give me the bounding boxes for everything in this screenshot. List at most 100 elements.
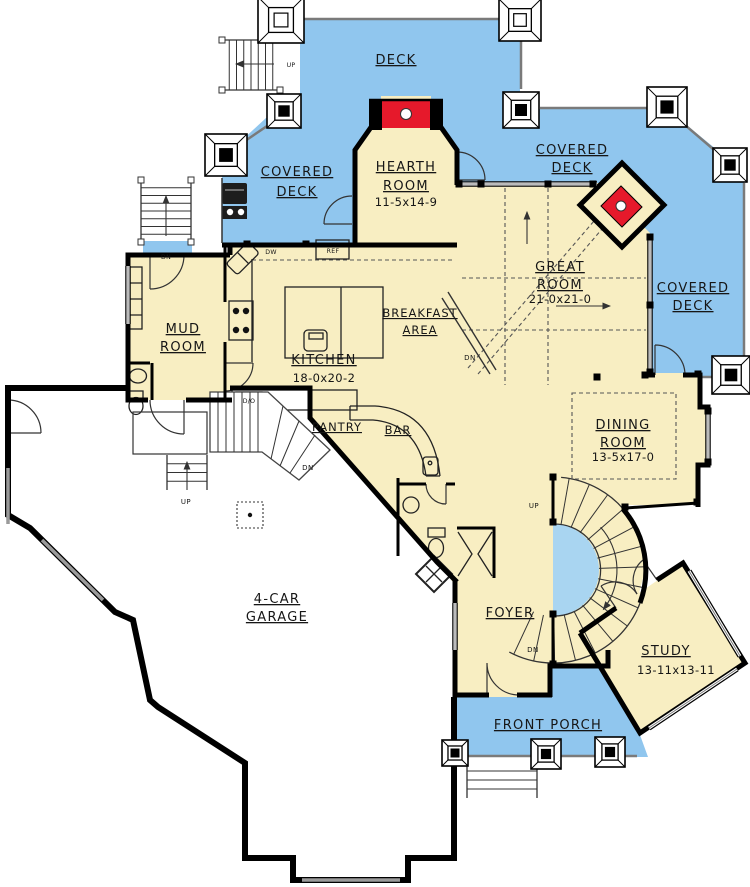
wall-post bbox=[693, 498, 701, 506]
covered-deck-right-label2: DECK bbox=[672, 299, 713, 314]
pantry-label: PANTRY bbox=[312, 420, 362, 434]
stair-exterior-wall bbox=[621, 507, 649, 604]
up-annotation: UP bbox=[181, 498, 191, 506]
stair-post bbox=[187, 176, 195, 184]
window-wall bbox=[647, 666, 739, 731]
wall-post bbox=[302, 240, 310, 248]
wall-post bbox=[694, 370, 702, 378]
wall-post bbox=[455, 180, 463, 188]
wall-post bbox=[549, 660, 557, 668]
hearth-room-floor bbox=[355, 96, 457, 245]
garage-walls bbox=[5, 385, 457, 883]
stair-tread bbox=[563, 614, 576, 661]
covered-deck-right-label: COVERED bbox=[657, 281, 730, 296]
wall-post bbox=[621, 503, 629, 511]
dishwasher-annotation: DW bbox=[265, 249, 276, 256]
walls bbox=[5, 98, 749, 883]
wall-post bbox=[704, 458, 712, 466]
deck-upper-stair bbox=[222, 39, 280, 91]
kitchen-dims: 18-0x20-2 bbox=[293, 371, 356, 385]
deck-railing bbox=[684, 124, 714, 150]
wall-post bbox=[641, 371, 649, 379]
wall-post bbox=[593, 373, 601, 381]
deck-post bbox=[502, 91, 540, 129]
garage-label: 4-CAR bbox=[254, 592, 300, 607]
stair-tread bbox=[513, 611, 535, 655]
wall-post bbox=[646, 233, 654, 241]
hearth-room-label: HEARTH bbox=[376, 160, 437, 175]
corner-fireplace bbox=[600, 185, 643, 228]
wall-post bbox=[646, 301, 654, 309]
mud-garage-door-arc bbox=[149, 399, 185, 435]
burner bbox=[232, 307, 240, 315]
deck-post bbox=[594, 736, 626, 768]
fixtures bbox=[127, 183, 497, 594]
interior-partitions bbox=[128, 245, 496, 578]
deck-railing bbox=[244, 122, 271, 143]
stair-tread bbox=[594, 588, 639, 609]
stair-post bbox=[137, 176, 145, 184]
burner bbox=[242, 326, 250, 334]
powder-sink bbox=[402, 496, 420, 514]
covered-deck-ne-label: COVERED bbox=[536, 143, 609, 158]
dining-room-label2: ROOM bbox=[600, 436, 646, 451]
down-annotation: DN bbox=[464, 354, 476, 362]
kitchen-island bbox=[284, 286, 384, 359]
curved-staircase bbox=[508, 476, 647, 664]
refrigerator-box bbox=[315, 239, 350, 260]
kitchen-mud-floor bbox=[128, 243, 457, 400]
stair-open-well bbox=[553, 524, 599, 616]
stair-post bbox=[276, 86, 284, 94]
front-door-arc bbox=[486, 662, 520, 696]
deck-post bbox=[646, 86, 688, 128]
wall-post bbox=[646, 368, 654, 376]
window-wall bbox=[686, 569, 743, 658]
deck-post bbox=[711, 355, 750, 395]
deck-post bbox=[204, 133, 248, 177]
porch-steps bbox=[466, 762, 538, 798]
hearth-right-door-arc bbox=[456, 151, 486, 181]
stair-tread bbox=[597, 545, 643, 559]
deck-post bbox=[257, 0, 305, 44]
hearth-left-door-arc bbox=[323, 195, 353, 225]
dining-tray-ceiling bbox=[571, 392, 677, 480]
dining-room-label: DINING bbox=[595, 418, 650, 433]
stair-tread bbox=[593, 525, 636, 549]
stair-tread bbox=[598, 566, 646, 569]
study-walls bbox=[577, 559, 749, 737]
great-room-ceiling-dashes bbox=[462, 188, 646, 385]
hearth-room-dims: 11-5x14-9 bbox=[375, 195, 438, 209]
pillars-windows-layer bbox=[125, 0, 750, 770]
dining-stair-wall bbox=[625, 501, 699, 510]
breakfast-area-label: BREAKFAST bbox=[382, 306, 457, 320]
door-arcs bbox=[7, 151, 686, 696]
dining-deck-door-arc bbox=[654, 344, 686, 376]
wall-post bbox=[704, 407, 712, 415]
hearth-fireplace bbox=[369, 98, 443, 130]
stair-tread bbox=[560, 478, 570, 525]
deck-post bbox=[441, 739, 469, 767]
stair-tread bbox=[533, 614, 544, 662]
study-dims: 13-11x13-11 bbox=[637, 663, 715, 677]
garage-door-openings bbox=[6, 468, 400, 882]
powder-door-arc bbox=[425, 483, 447, 505]
bar-sink bbox=[422, 456, 439, 476]
garage-column bbox=[236, 501, 264, 529]
mud-room-label: MUD bbox=[166, 322, 201, 337]
wall-post bbox=[243, 240, 251, 248]
great-room-dims: 21-0x21-0 bbox=[529, 292, 592, 306]
garage-side-door-arc bbox=[7, 399, 42, 434]
deck-post bbox=[530, 738, 562, 770]
study-label: STUDY bbox=[641, 644, 690, 659]
range bbox=[228, 300, 254, 341]
wall-post bbox=[549, 610, 557, 618]
deck-post bbox=[266, 93, 302, 129]
deck-post bbox=[498, 0, 542, 42]
covered-deck-left-label2: DECK bbox=[276, 185, 317, 200]
mud-entry-door-arc bbox=[149, 254, 185, 290]
stair-post bbox=[137, 238, 145, 246]
stair-post bbox=[187, 238, 195, 246]
basement-stair bbox=[209, 391, 331, 481]
dining-room-dims: 13-5x17-0 bbox=[592, 450, 655, 464]
